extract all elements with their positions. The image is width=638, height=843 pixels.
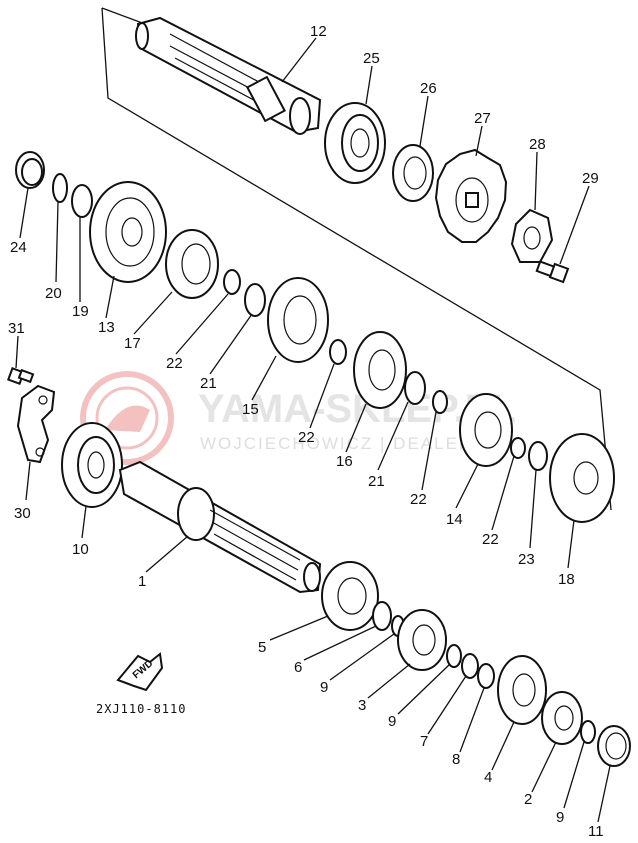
callout-3: 3 — [358, 697, 366, 714]
callout-21-b: 21 — [368, 473, 385, 490]
gear-part-14 — [459, 393, 513, 467]
callout-20: 20 — [45, 285, 62, 302]
main-axle-part-1 — [118, 460, 322, 594]
gear-part-5 — [321, 561, 379, 631]
callout-16: 16 — [336, 453, 353, 470]
washer-part-21-a — [244, 283, 266, 317]
gear-part-16 — [353, 331, 407, 409]
circlip-part-20 — [52, 173, 68, 203]
gear-part-13 — [89, 181, 167, 283]
callout-2: 2 — [524, 791, 532, 808]
oil-seal-part-26 — [392, 144, 434, 202]
gear-part-17 — [165, 229, 219, 299]
sprocket-part-27 — [434, 148, 508, 243]
circlip-part-9-c — [580, 720, 596, 744]
washer-part-19 — [71, 184, 93, 218]
callout-24: 24 — [10, 239, 27, 256]
callout-25: 25 — [363, 50, 380, 67]
gear-part-2 — [541, 691, 583, 745]
callout-10: 10 — [72, 541, 89, 558]
drawing-code: 2XJ110-8110 — [96, 702, 186, 716]
callout-5: 5 — [258, 639, 266, 656]
watermark-logo-icon — [80, 371, 174, 465]
callout-labels: 12 25 26 27 28 29 24 20 19 13 17 22 21 1… — [8, 23, 604, 840]
callout-22-d: 22 — [482, 531, 499, 548]
callout-27: 27 — [474, 110, 491, 127]
bearing-stopper-part-30 — [16, 384, 56, 464]
callout-6: 6 — [294, 659, 302, 676]
circlip-part-22-c — [432, 390, 448, 414]
callout-14: 14 — [446, 511, 463, 528]
bearing-part-24 — [15, 151, 45, 189]
callout-9-c: 9 — [556, 809, 564, 826]
drive-axle-part-12 — [135, 16, 322, 135]
callout-22-c: 22 — [410, 491, 427, 508]
callout-23: 23 — [518, 551, 535, 568]
bearing-part-11 — [597, 725, 631, 767]
callout-11: 11 — [588, 823, 604, 840]
leader-lines — [15, 37, 611, 823]
bushing-part-8 — [477, 663, 495, 689]
callout-7: 7 — [420, 733, 428, 750]
callout-22-b: 22 — [298, 429, 315, 446]
watermark: YAMA-SKLEP.PL WOJCIECHOWICZ | DEALER — [80, 371, 516, 465]
callout-29: 29 — [582, 170, 599, 187]
callout-31: 31 — [8, 320, 25, 337]
callout-1: 1 — [138, 573, 146, 590]
washer-part-7 — [461, 653, 479, 679]
forward-arrow-icon: FWD — [116, 652, 164, 692]
callout-9-b: 9 — [388, 713, 396, 730]
circlip-part-22-b — [329, 339, 347, 365]
callout-8: 8 — [452, 751, 460, 768]
screw-part-31 — [7, 367, 35, 385]
bearing-part-25 — [324, 102, 386, 184]
callout-12: 12 — [310, 23, 327, 40]
lock-washer-part-28 — [510, 208, 554, 263]
circlip-part-9-b — [446, 644, 462, 668]
gear-part-18 — [549, 433, 615, 523]
callout-19: 19 — [72, 303, 89, 320]
callout-18: 18 — [558, 571, 575, 588]
callout-28: 28 — [529, 136, 546, 153]
bearing-part-10 — [61, 422, 123, 508]
circlip-part-22-d — [510, 437, 526, 459]
callout-4: 4 — [484, 769, 492, 786]
circlip-part-22-a — [223, 269, 241, 295]
gear-part-15 — [267, 277, 329, 363]
callout-30: 30 — [14, 505, 31, 522]
callout-26: 26 — [420, 80, 437, 97]
callout-17: 17 — [124, 335, 141, 352]
washer-part-6 — [372, 601, 392, 631]
washer-part-23 — [528, 441, 548, 471]
callout-13: 13 — [98, 319, 115, 336]
gear-part-4 — [497, 655, 547, 725]
bolt-part-29 — [535, 260, 570, 284]
watermark-dealer: WOJCIECHOWICZ | DEALER — [200, 434, 473, 453]
callout-22-a: 22 — [166, 355, 183, 372]
assembly-boundary-line-top — [101, 7, 146, 25]
callout-9-a: 9 — [320, 679, 328, 696]
gear-part-3 — [397, 609, 447, 671]
washer-part-21-b — [404, 371, 426, 405]
callout-21-a: 21 — [200, 375, 217, 392]
callout-15: 15 — [242, 401, 259, 418]
